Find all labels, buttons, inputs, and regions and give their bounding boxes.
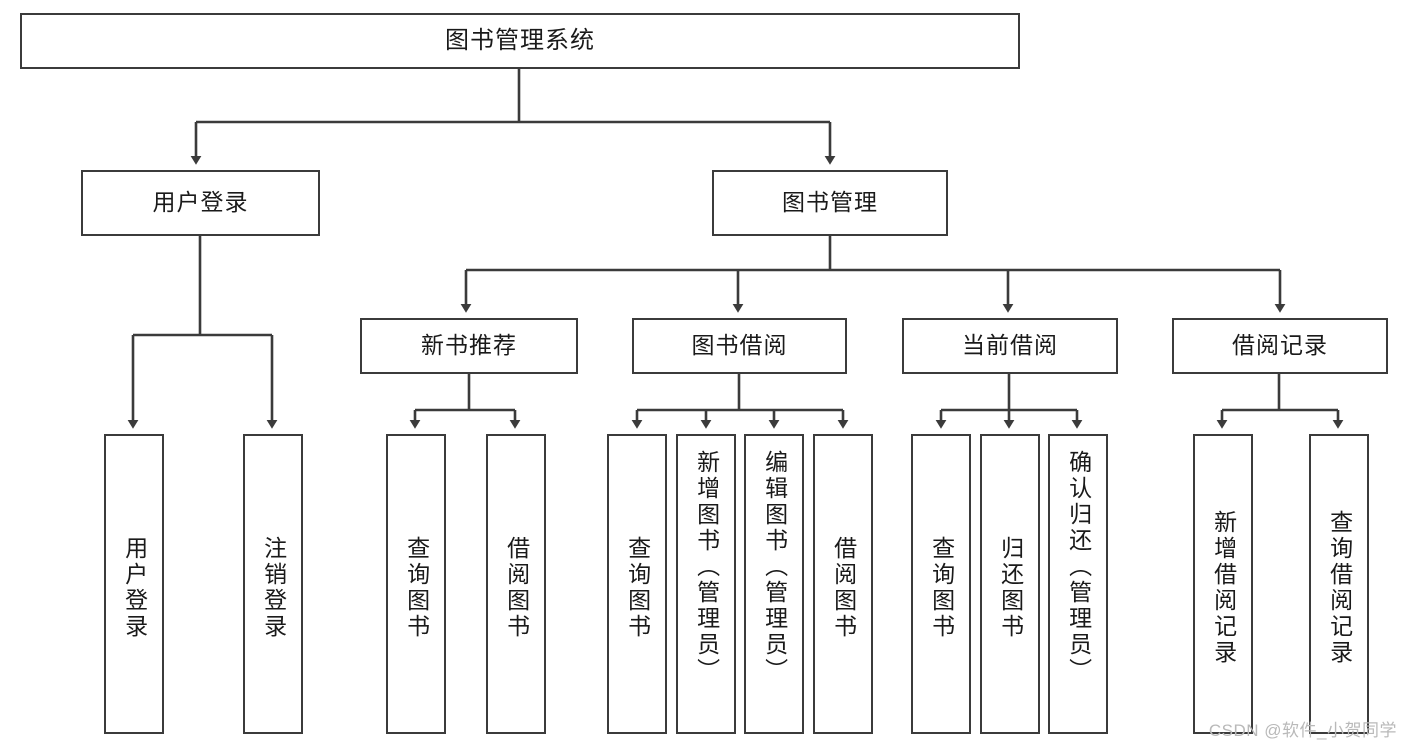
node-label: 图书管理系统 [445, 26, 595, 54]
leaf-label: 注销登录 [260, 536, 287, 640]
leaf-label: 借阅图书 [503, 536, 530, 640]
leaf-label: 查询图书 [403, 536, 430, 640]
node-label: 用户登录 [152, 189, 249, 216]
leaf-inner: 新增图书（管理员） [678, 444, 734, 738]
leaf-label: 编辑图书（管理员） [761, 450, 788, 684]
leaf-label: 新增借阅记录 [1210, 510, 1237, 666]
leaf-inner: 确认归还（管理员） [1050, 444, 1106, 738]
leaf-label: 归还图书 [997, 536, 1024, 640]
leaf-current-borrow-return-book[interactable]: 归还图书 [980, 434, 1040, 734]
leaf-inner: 借阅图书 [488, 444, 544, 732]
node-borrow-record[interactable]: 借阅记录 [1172, 318, 1388, 374]
leaf-book-borrow-borrow-book[interactable]: 借阅图书 [813, 434, 873, 734]
leaf-inner: 用户登录 [106, 444, 162, 732]
node-user-login[interactable]: 用户登录 [81, 170, 320, 236]
node-book-management[interactable]: 图书管理 [712, 170, 948, 236]
node-new-book-recommend[interactable]: 新书推荐 [360, 318, 578, 374]
leaf-new-book-borrow-book[interactable]: 借阅图书 [486, 434, 546, 734]
leaf-inner: 查询借阅记录 [1311, 444, 1367, 732]
leaf-inner: 新增借阅记录 [1195, 444, 1251, 732]
leaf-inner: 查询图书 [388, 444, 444, 732]
leaf-inner: 编辑图书（管理员） [746, 444, 802, 738]
node-label: 图书管理 [782, 189, 878, 216]
leaf-label: 新增图书（管理员） [693, 450, 720, 684]
leaf-borrow-record-add-record[interactable]: 新增借阅记录 [1193, 434, 1253, 734]
node-label: 图书借阅 [691, 332, 788, 359]
leaf-label: 用户登录 [121, 536, 148, 640]
node-label: 当前借阅 [962, 332, 1058, 359]
leaf-borrow-record-query-record[interactable]: 查询借阅记录 [1309, 434, 1369, 734]
leaf-new-book-query-book[interactable]: 查询图书 [386, 434, 446, 734]
leaf-label: 查询图书 [624, 536, 651, 640]
node-root-book-management-system[interactable]: 图书管理系统 [20, 13, 1020, 69]
node-current-borrow[interactable]: 当前借阅 [902, 318, 1118, 374]
leaf-inner: 查询图书 [609, 444, 665, 732]
node-label: 新书推荐 [421, 332, 517, 359]
leaf-book-borrow-add-book-admin[interactable]: 新增图书（管理员） [676, 434, 736, 734]
leaf-current-borrow-query-book[interactable]: 查询图书 [911, 434, 971, 734]
leaf-label: 查询图书 [928, 536, 955, 640]
leaf-book-borrow-query-book[interactable]: 查询图书 [607, 434, 667, 734]
csdn-watermark: CSDN @软件_小贺同学 [1208, 721, 1397, 740]
leaf-inner: 查询图书 [913, 444, 969, 732]
leaf-inner: 归还图书 [982, 444, 1038, 732]
node-label: 借阅记录 [1232, 332, 1328, 359]
leaf-label: 查询借阅记录 [1326, 510, 1353, 666]
leaf-user-login-login[interactable]: 用户登录 [104, 434, 164, 734]
leaf-user-login-logout[interactable]: 注销登录 [243, 434, 303, 734]
leaf-label: 借阅图书 [830, 536, 857, 640]
leaf-current-borrow-confirm-return-admin[interactable]: 确认归还（管理员） [1048, 434, 1108, 734]
leaf-book-borrow-edit-book-admin[interactable]: 编辑图书（管理员） [744, 434, 804, 734]
node-book-borrow[interactable]: 图书借阅 [632, 318, 847, 374]
leaf-inner: 注销登录 [245, 444, 301, 732]
leaf-label: 确认归还（管理员） [1065, 450, 1092, 684]
leaf-inner: 借阅图书 [815, 444, 871, 732]
